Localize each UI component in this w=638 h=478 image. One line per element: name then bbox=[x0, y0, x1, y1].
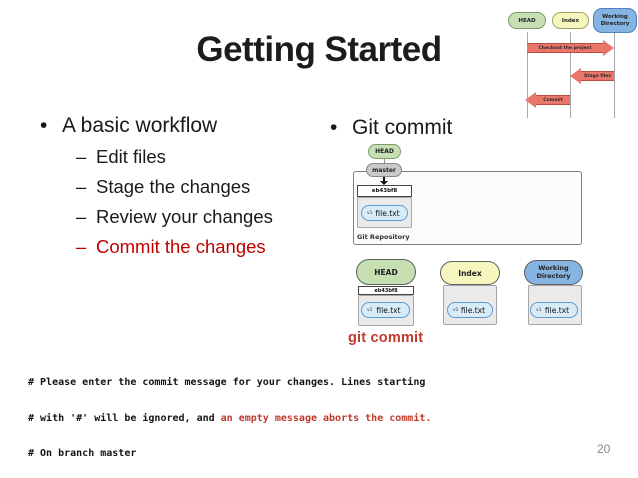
down-arrow-line bbox=[383, 177, 385, 182]
list-item-label: Commit the changes bbox=[96, 236, 266, 257]
code-line: # Please enter the commit message for yo… bbox=[28, 377, 431, 389]
commit-hash-box: eb43bf8 bbox=[357, 185, 412, 197]
working-directory-column-pill: Working Directory bbox=[524, 260, 583, 285]
stage-files-arrow: Stage files bbox=[570, 68, 614, 84]
list-item-stage-changes: – Stage the changes bbox=[76, 176, 250, 198]
list-item-label: Review your changes bbox=[96, 206, 273, 227]
checkout-arrow: Checkout the project bbox=[527, 40, 614, 56]
git-repository-diagram: Git Repository HEAD master eb43bf8 v1 fi… bbox=[353, 144, 585, 246]
code-text: # Please enter the commit message for yo… bbox=[28, 377, 426, 389]
down-arrow-head-icon bbox=[380, 181, 388, 185]
bullet-icon: • bbox=[330, 116, 338, 139]
git-repository-label: Git Repository bbox=[357, 233, 410, 241]
head-column-hash-box: eb43bf8 bbox=[358, 286, 414, 295]
file-version-badge: v1 bbox=[453, 307, 459, 313]
head-lane-pill: HEAD bbox=[508, 12, 546, 29]
list-item-edit-files: – Edit files bbox=[76, 146, 166, 168]
working-directory-lane-line bbox=[614, 32, 615, 118]
dash-icon: – bbox=[76, 146, 87, 167]
dash-icon: – bbox=[76, 206, 87, 227]
basic-workflow-heading: • A basic workflow bbox=[40, 114, 217, 138]
arrow-head-left-icon bbox=[570, 68, 581, 84]
list-item-review-changes: – Review your changes bbox=[76, 206, 273, 228]
code-line: # with '#' will be ignored, and an empty… bbox=[28, 413, 431, 425]
stage-files-arrow-label: Stage files bbox=[584, 73, 611, 79]
page-number: 20 bbox=[597, 442, 611, 456]
file-name-label: file.txt bbox=[375, 208, 400, 218]
checkout-arrow-body: Checkout the project bbox=[527, 43, 603, 53]
checkout-arrow-label: Checkout the project bbox=[538, 45, 592, 51]
git-commit-heading: • Git commit bbox=[330, 116, 452, 140]
basic-workflow-heading-label: A basic workflow bbox=[62, 114, 218, 137]
file-name-label: file.txt bbox=[376, 305, 401, 315]
head-master-connector bbox=[384, 157, 385, 164]
index-column-pill: Index bbox=[440, 261, 500, 285]
git-areas-sequence-diagram: HEAD Index Working Directory Checkout th… bbox=[505, 6, 638, 118]
list-item-label: Stage the changes bbox=[96, 176, 251, 197]
file-version-badge: v1 bbox=[367, 307, 373, 313]
stage-files-arrow-body: Stage files bbox=[581, 71, 614, 81]
file-pill: v1 file.txt bbox=[361, 205, 408, 221]
page-title: Getting Started bbox=[196, 30, 442, 69]
git-commit-caption: git commit bbox=[348, 330, 424, 346]
dash-icon: – bbox=[76, 236, 87, 257]
file-pill: v1 file.txt bbox=[530, 302, 578, 318]
commit-arrow-body: Commit bbox=[536, 95, 570, 105]
arrow-head-left-icon bbox=[525, 92, 536, 108]
code-text: # On branch master bbox=[28, 447, 137, 459]
list-item-label: Edit files bbox=[96, 146, 166, 167]
head-column-pill: HEAD bbox=[356, 259, 416, 285]
bullet-icon: • bbox=[40, 114, 48, 137]
head-lane-line bbox=[527, 32, 528, 118]
working-directory-lane-pill: Working Directory bbox=[593, 8, 637, 33]
index-lane-pill: Index bbox=[552, 12, 589, 29]
commit-message-code-block: # Please enter the commit message for yo… bbox=[28, 354, 431, 478]
arrow-head-right-icon bbox=[603, 40, 614, 56]
code-text: # with '#' will be ignored, and bbox=[28, 412, 221, 424]
dash-icon: – bbox=[76, 176, 87, 197]
head-pill: HEAD bbox=[368, 144, 401, 159]
file-pill: v1 file.txt bbox=[447, 302, 493, 318]
commit-arrow: Commit bbox=[525, 92, 570, 108]
master-branch-pill: master bbox=[366, 163, 402, 177]
file-name-label: file.txt bbox=[460, 305, 486, 315]
code-line: # On branch master bbox=[28, 448, 431, 460]
file-version-badge: v1 bbox=[367, 210, 373, 216]
list-item-commit-changes: – Commit the changes bbox=[76, 236, 266, 258]
file-pill: v1 file.txt bbox=[361, 302, 410, 318]
commit-arrow-label: Commit bbox=[543, 97, 563, 103]
file-name-label: file.txt bbox=[544, 305, 570, 315]
git-commit-state-diagram: HEAD eb43bf8 v1 file.txt Index v1 file.t… bbox=[347, 259, 589, 355]
file-version-badge: v1 bbox=[536, 307, 542, 313]
git-commit-heading-label: Git commit bbox=[352, 116, 453, 139]
code-text-highlighted: an empty message aborts the commit. bbox=[220, 412, 432, 424]
